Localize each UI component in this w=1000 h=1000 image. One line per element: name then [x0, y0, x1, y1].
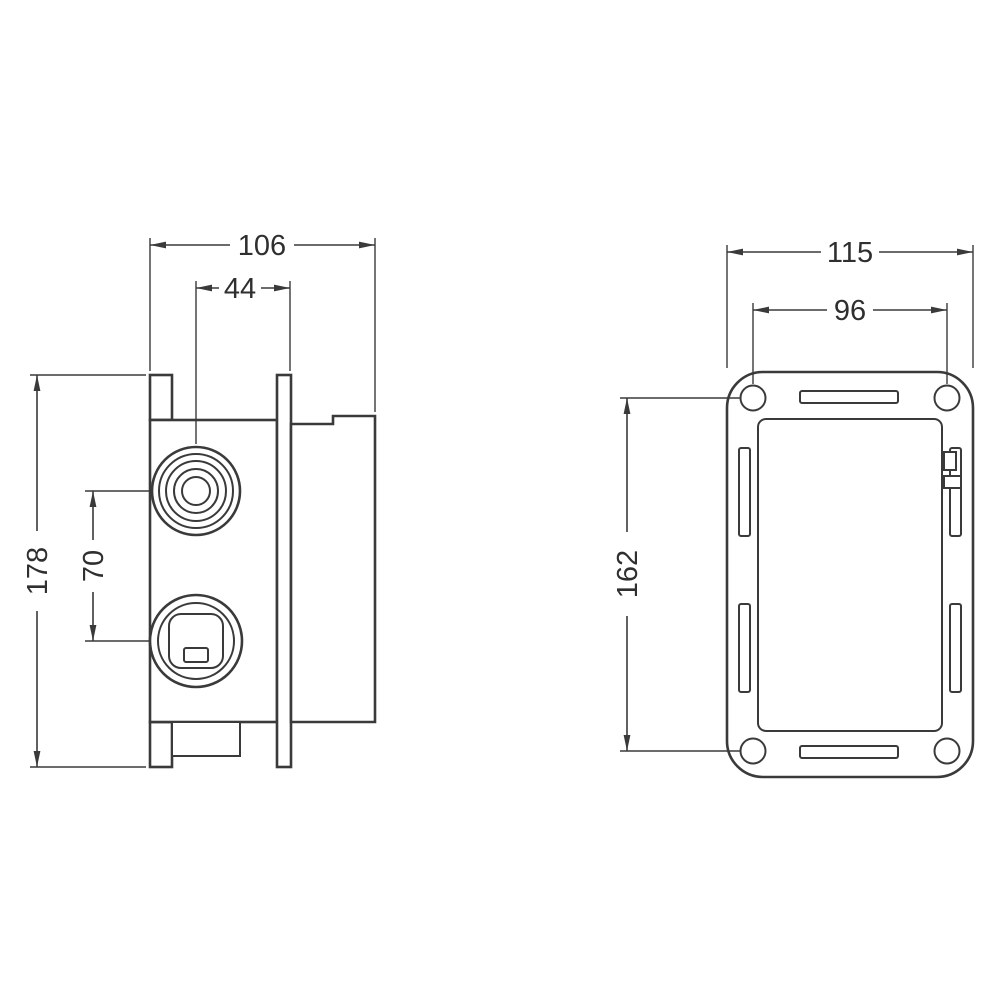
top-port-ring-inner: [181, 476, 211, 506]
label-gap: [78, 540, 108, 592]
front-view: 115 96 162: [612, 237, 975, 779]
mounting-tab-top: [148, 373, 174, 422]
side-view: 106 44 178 70: [22, 230, 377, 769]
front-view-body: [725, 370, 975, 779]
label-gap: [821, 237, 879, 267]
slot-left-lower: [738, 603, 751, 693]
top-port: [150, 445, 242, 537]
slot-bottom: [799, 745, 899, 759]
mounting-tab-bottom: [148, 720, 174, 769]
dim-front-overall-width: 115: [726, 237, 974, 368]
side-port-offset-label: 44: [224, 273, 256, 305]
wall-flange-plate: [275, 373, 293, 769]
label-gap: [22, 531, 52, 611]
front-overall-height-label: 162: [612, 550, 644, 598]
slot-right-lower: [949, 603, 962, 693]
label-gap: [612, 532, 642, 616]
front-overall-width-label: 115: [827, 237, 873, 269]
bottom-port: [148, 593, 244, 689]
dim-front-hole-spacing-horizontal: 96: [752, 295, 948, 384]
corner-hole-top-right: [933, 384, 961, 412]
side-port-spacing-label: 70: [78, 550, 110, 582]
dim-side-overall-height: 178: [22, 374, 146, 768]
dim-side-overall-width: 106: [149, 230, 376, 412]
dim-front-overall-height: 162: [612, 397, 741, 752]
corner-hole-bottom-right: [933, 737, 961, 765]
bottom-port-square: [168, 613, 224, 669]
dim-side-port-offset: 44: [195, 273, 291, 444]
dim-side-port-spacing: 70: [78, 490, 150, 642]
slot-top: [799, 390, 899, 404]
side-view-body: [148, 373, 377, 769]
corner-hole-bottom-left: [739, 737, 767, 765]
label-gap: [827, 295, 873, 325]
slot-left-upper: [738, 447, 751, 537]
recess-box: [289, 414, 377, 724]
label-gap: [219, 273, 261, 303]
label-gap: [230, 230, 294, 260]
retaining-clip-detail: [943, 451, 957, 471]
side-overall-height-label: 178: [22, 547, 54, 595]
body-bottom-step: [171, 721, 241, 757]
front-hole-spacing-horizontal-label: 96: [834, 295, 866, 327]
front-opening: [757, 418, 943, 732]
retaining-clip-detail: [943, 475, 962, 489]
bottom-port-notch: [183, 647, 209, 663]
side-overall-width-label: 106: [238, 230, 286, 262]
corner-hole-top-left: [739, 384, 767, 412]
